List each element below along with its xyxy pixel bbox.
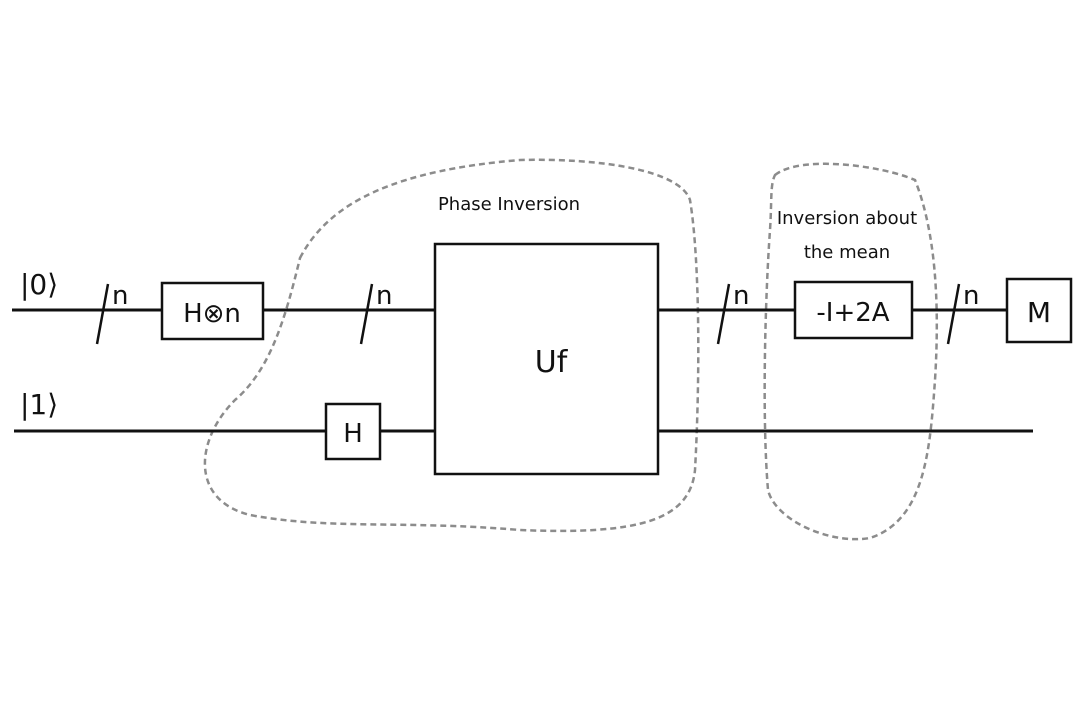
inversion-about-mean-label-1: Inversion about <box>777 208 917 229</box>
bus-marker: n <box>95 281 128 345</box>
svg-text:Uf: Uf <box>535 345 569 380</box>
hadamard-n-gate: H⊗n <box>160 281 265 341</box>
oracle-gate: Uf <box>433 242 660 476</box>
bus-marker: n <box>716 281 749 345</box>
svg-text:n: n <box>733 281 749 311</box>
svg-text:n: n <box>963 281 979 311</box>
diffusion-gate: -I+2A <box>793 280 914 340</box>
input-label-1: |1⟩ <box>20 388 58 421</box>
svg-text:M: M <box>1027 296 1051 329</box>
inversion-about-mean-label-2: the mean <box>804 242 890 263</box>
svg-text:H⊗n: H⊗n <box>183 299 241 329</box>
svg-text:n: n <box>376 281 392 311</box>
svg-text:n: n <box>112 281 128 311</box>
svg-text:H: H <box>343 419 363 449</box>
hadamard-gate: H <box>324 402 382 461</box>
phase-inversion-region <box>203 158 700 533</box>
bus-marker: n <box>946 281 979 345</box>
input-label-0: |0⟩ <box>20 268 58 301</box>
measurement-gate: M <box>1005 277 1073 344</box>
svg-text:-I+2A: -I+2A <box>816 298 889 328</box>
phase-inversion-label: Phase Inversion <box>438 194 580 215</box>
bus-marker: n <box>359 281 392 345</box>
inversion-about-mean-region <box>763 162 939 541</box>
